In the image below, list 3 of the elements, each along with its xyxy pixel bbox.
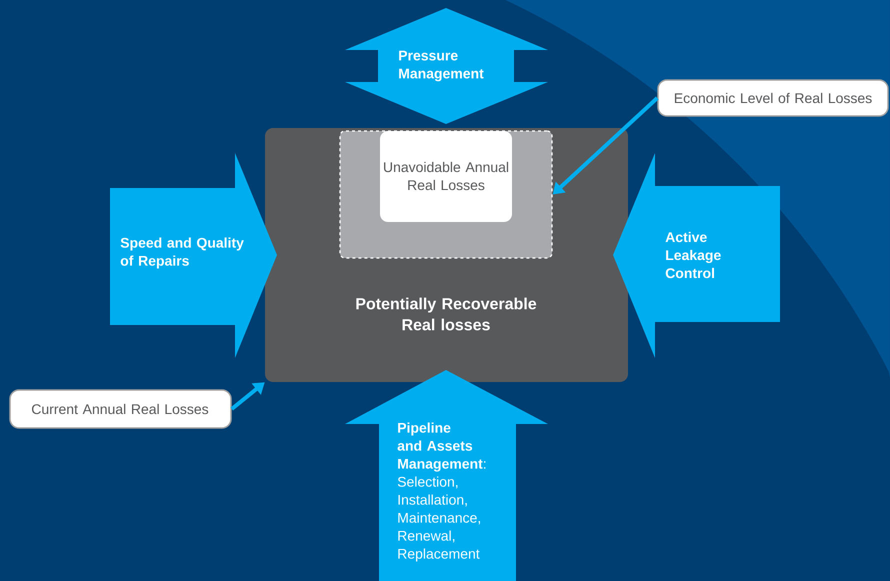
loss-box: Unavoidable Annual Real Losses: [380, 131, 512, 222]
callout-box: Economic Level of Real Losses: [657, 79, 889, 117]
callout-box: Current Annual Real Losses: [9, 389, 232, 429]
